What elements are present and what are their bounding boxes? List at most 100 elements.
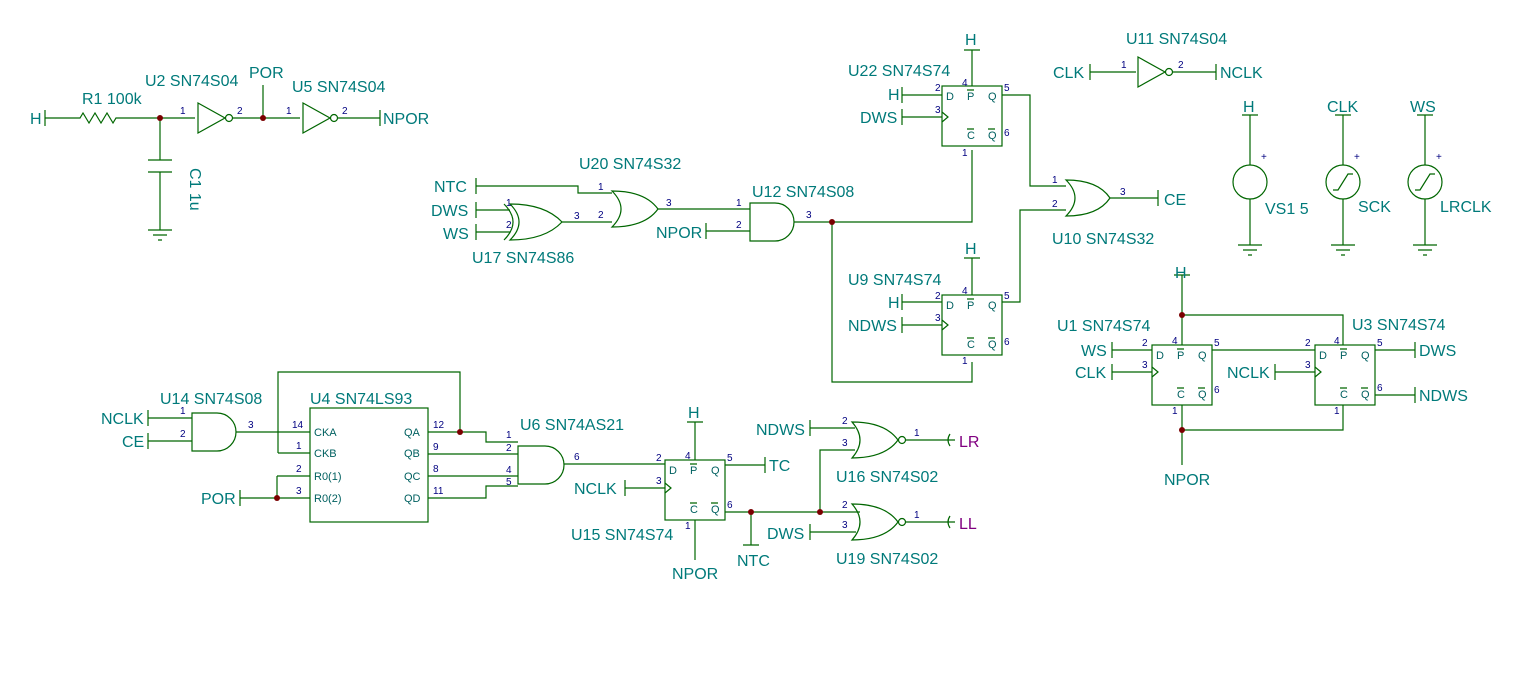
pin-num: 1 <box>914 428 920 439</box>
pin-num: 1 <box>286 106 292 117</box>
net-ws-lrclk: WS <box>1410 99 1436 116</box>
net-ndws-u16: NDWS <box>756 422 805 439</box>
pin-num: 2 <box>237 106 243 117</box>
pin-num: 3 <box>1305 360 1311 371</box>
pin-num: 3 <box>842 520 848 531</box>
u10-label: U10 SN74S32 <box>1052 231 1154 248</box>
pin-num: 2 <box>656 453 662 464</box>
net-ce-u14: CE <box>122 434 144 451</box>
pin-num: 6 <box>1004 128 1010 139</box>
port-lr: LR <box>959 434 979 451</box>
pin-num: 5 <box>1004 83 1010 94</box>
u9-label: U9 SN74S74 <box>848 272 941 289</box>
u2-label: U2 SN74S04 <box>145 73 238 90</box>
pin-num: 4 <box>962 286 968 297</box>
flipflop-pin-names: D P Q C Q D P Q C Q D P Q C Q D P Q C Q … <box>669 91 1370 516</box>
pin-num: 1 <box>962 148 968 159</box>
pin-num: 3 <box>842 438 848 449</box>
net-npor-u1: NPOR <box>1164 472 1210 489</box>
u9-qn: Q <box>988 339 997 351</box>
u3-pre: P <box>1340 350 1347 362</box>
u14-label: U14 SN74S08 <box>160 391 262 408</box>
pin-num: 1 <box>1334 406 1340 417</box>
pin-num: 4 <box>685 451 691 462</box>
u4-qb: QB <box>404 448 420 460</box>
pin-num: 3 <box>935 313 941 324</box>
pin-num: 2 <box>842 500 848 511</box>
net-npor-output: NPOR <box>383 111 429 128</box>
net-labels: H POR NPOR CLK NCLK NTC DWS WS NPOR H H … <box>30 32 1468 583</box>
pin-num: 6 <box>727 500 733 511</box>
pin-num: 12 <box>433 420 445 431</box>
u3-qn: Q <box>1361 389 1370 401</box>
u4-label: U4 SN74LS93 <box>310 391 412 408</box>
pin-num: 1 <box>180 406 186 417</box>
port-ll: LL <box>959 516 977 533</box>
net-dws-u3: DWS <box>1419 343 1456 360</box>
pin-num: 2 <box>1142 338 1148 349</box>
source-polarity-marks: + + + <box>1261 152 1442 163</box>
u22-qn: Q <box>988 130 997 142</box>
net-dws-u22: DWS <box>860 110 897 127</box>
net-por-u4: POR <box>201 491 236 508</box>
u15-label: U15 SN74S74 <box>571 527 673 544</box>
pin-num: 3 <box>574 211 580 222</box>
u6-label: U6 SN74AS21 <box>520 417 624 434</box>
pin-num: 2 <box>506 220 512 231</box>
u22-d: D <box>946 91 954 103</box>
net-ndws-u9: NDWS <box>848 318 897 335</box>
pin-num: 3 <box>248 420 254 431</box>
u11-label: U11 SN74S04 <box>1126 31 1227 48</box>
pin-num: 2 <box>736 220 742 231</box>
pin-num: 2 <box>935 291 941 302</box>
u19-label: U19 SN74S02 <box>836 551 938 568</box>
u3-d: D <box>1319 350 1327 362</box>
net-ntc-u20: NTC <box>434 179 467 196</box>
u15-q: Q <box>711 465 720 477</box>
u15-pre: P <box>690 465 697 477</box>
u1-label: U1 SN74S74 <box>1057 318 1150 335</box>
pin-num: 1 <box>296 441 302 452</box>
u16-label: U16 SN74S02 <box>836 469 938 486</box>
u9-pre: P <box>967 300 974 312</box>
pin-num: 1 <box>1052 175 1058 186</box>
vs1-label: VS1 5 <box>1265 201 1309 218</box>
net-h-u22: H <box>965 32 977 49</box>
pin-num: 6 <box>1004 337 1010 348</box>
u5-label: U5 SN74S04 <box>292 79 385 96</box>
net-dws-u17: DWS <box>431 203 468 220</box>
pin-num: 1 <box>1121 60 1127 71</box>
pin-num: 5 <box>1214 338 1220 349</box>
net-npor-u12: NPOR <box>656 225 702 242</box>
net-clk-u1: CLK <box>1075 365 1106 382</box>
net-nclk-u11: NCLK <box>1220 65 1263 82</box>
pin-num: 1 <box>914 510 920 521</box>
pin-num: 2 <box>1052 199 1058 210</box>
net-h-u15: H <box>688 405 700 422</box>
u1-q: Q <box>1198 350 1207 362</box>
u1-clr: C <box>1177 389 1185 401</box>
counter-pin-names: CKA CKB R0(1) R0(2) QA QB QC QD <box>314 427 421 505</box>
pin-num: 5 <box>727 453 733 464</box>
net-h-u9-d: H <box>888 295 900 312</box>
lrclk-plus: + <box>1436 152 1442 163</box>
net-nclk-u15: NCLK <box>574 481 617 498</box>
pin-num: 2 <box>1305 338 1311 349</box>
u9-d: D <box>946 300 954 312</box>
pin-num: 2 <box>180 429 186 440</box>
net-dws-u19: DWS <box>767 526 804 543</box>
u4-qc: QC <box>404 471 421 483</box>
u3-label: U3 SN74S74 <box>1352 317 1445 334</box>
lrclk-label: LRCLK <box>1440 199 1492 216</box>
u4-r02: R0(2) <box>314 493 342 505</box>
r1-label: R1 100k <box>82 91 143 108</box>
pin-num: 14 <box>292 420 304 431</box>
pin-num: 1 <box>736 198 742 209</box>
net-por-tap: POR <box>249 65 284 82</box>
pin-num: 1 <box>685 521 691 532</box>
u15-clr: C <box>690 504 698 516</box>
u22-label: U22 SN74S74 <box>848 63 950 80</box>
pin-num: 2 <box>598 210 604 221</box>
net-h-vs1: H <box>1243 99 1255 116</box>
